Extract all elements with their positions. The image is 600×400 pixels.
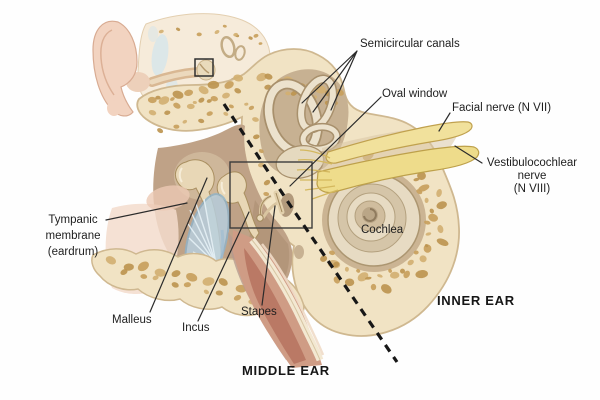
ear-canal-illustration (228, 230, 325, 368)
label-middle-ear-region: MIDDLE EAR (242, 363, 330, 378)
leader-vestibulocochlear-nerve (454, 145, 483, 164)
label-vestibulocochlear-nerve: Vestibulocochlear nerve (N VIII) (486, 157, 578, 195)
label-incus: Incus (182, 322, 210, 334)
vestibulocochlear-nerve-illustration (296, 145, 480, 200)
leader-lines (105, 50, 483, 322)
label-semicircular-canals: Semicircular canals (360, 38, 460, 50)
inset-highlight-box (194, 58, 214, 77)
label-stapes: Stapes (241, 306, 277, 318)
label-cochlea: Cochlea (361, 224, 404, 236)
leader-tympanic-membrane (105, 202, 188, 221)
nerve-fibers (296, 149, 339, 200)
cochlea-illustration (327, 173, 421, 267)
label-malleus: Malleus (112, 314, 152, 326)
label-inner-ear-region: INNER EAR (437, 293, 515, 308)
stapes-illustration (256, 190, 285, 222)
label-tympanic-membrane: Tympanic membrane (eardrum) (45, 214, 101, 258)
inset-pinna (92, 20, 138, 117)
middle-inner-ear-divider-dashed-line (222, 103, 399, 363)
label-oval-window: Oval window (382, 88, 448, 100)
leader-incus (197, 211, 250, 322)
round-window-niche (294, 245, 304, 259)
leader-oval-window (289, 96, 382, 187)
inset-semicircular-canal (220, 35, 236, 59)
leader-malleus (149, 177, 208, 313)
focus-rectangle (229, 161, 313, 229)
leader-facial-nerve (438, 112, 451, 132)
label-facial-nerve: Facial nerve (N VII) (452, 102, 552, 114)
leader-stapes (261, 205, 276, 306)
leader-semicircular-canals (301, 50, 358, 113)
